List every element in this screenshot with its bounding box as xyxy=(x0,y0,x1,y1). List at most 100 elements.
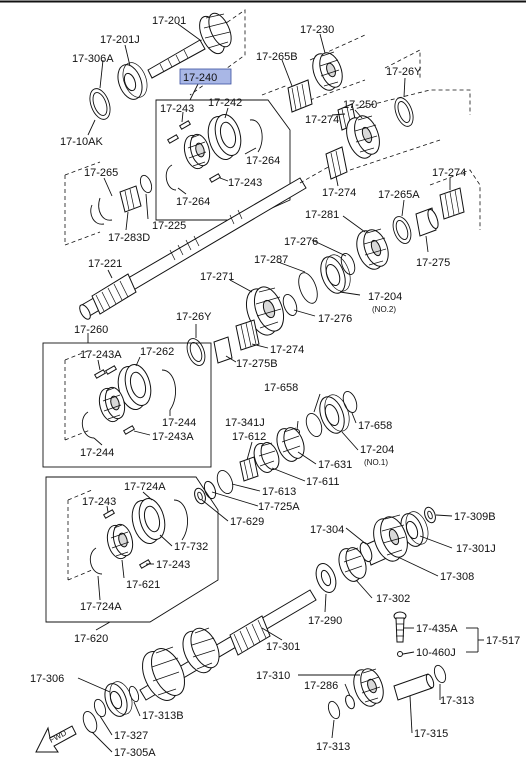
label-17-262: 17-262 xyxy=(140,346,174,358)
label-17-621: 17-621 xyxy=(126,579,160,591)
part-17-290-bearing[interactable] xyxy=(312,561,339,595)
part-17-724A-spring-left[interactable] xyxy=(89,547,103,575)
part-17-260-hub[interactable] xyxy=(96,385,128,424)
part-17-631-gear[interactable] xyxy=(273,425,308,465)
label-17-305A: 17-305A xyxy=(114,747,156,759)
part-17-244-spring-left[interactable] xyxy=(81,411,95,439)
part-17-435A-bolt[interactable] xyxy=(393,611,407,643)
label-17-274-lower: 17-274 xyxy=(270,344,304,356)
label-10-460J: 10-460J xyxy=(416,647,456,659)
part-17-286-bushing[interactable] xyxy=(344,694,356,710)
part-17-306A-snap-ring[interactable] xyxy=(86,86,114,122)
part-17-276-lower-ring[interactable] xyxy=(281,293,300,318)
label-17-301: 17-301 xyxy=(266,641,300,653)
label-17-243-620-lower: 17-243 xyxy=(156,559,190,571)
label-17-274-upper: 17-274 xyxy=(305,114,339,126)
part-17-315-shaft[interactable] xyxy=(393,673,435,701)
part-17-243-key-upper[interactable] xyxy=(166,120,192,144)
part-17-287-ring[interactable] xyxy=(295,270,321,306)
part-17-313-ring-lower[interactable] xyxy=(326,700,342,720)
part-17-26Y-ring[interactable] xyxy=(384,49,421,129)
part-17-281-gear[interactable] xyxy=(352,226,393,273)
part-17-310-reverse-idler-gear[interactable] xyxy=(349,666,387,710)
part-17-274-right-bearing[interactable] xyxy=(429,169,481,230)
part-17-309B-nut[interactable] xyxy=(423,506,438,524)
part-10-460J-washer[interactable] xyxy=(397,651,403,657)
part-17-26Y-lower-ring[interactable] xyxy=(184,336,209,368)
part-17-313-ring-right[interactable] xyxy=(432,664,448,684)
part-17-275-collar[interactable] xyxy=(415,207,440,237)
label-17-435A: 17-435A xyxy=(416,623,458,635)
label-17-264-lower: 17-264 xyxy=(176,196,210,208)
part-17-201-main-drive-gear[interactable] xyxy=(147,9,246,96)
part-17-265-needle-bearing[interactable] xyxy=(64,161,113,246)
part-17-243-key-620-upper[interactable] xyxy=(102,509,116,519)
part-17-313B-ring[interactable] xyxy=(128,685,141,703)
part-17-264-spring-upper[interactable] xyxy=(249,119,263,153)
part-17-658-ring-upper[interactable] xyxy=(341,390,360,415)
label-17-276-lower: 17-276 xyxy=(318,313,352,325)
part-17-201J-bearing[interactable] xyxy=(114,59,152,102)
part-17-276-upper-ring[interactable] xyxy=(339,252,358,277)
label-17-204-no2-note: (NO.2) xyxy=(372,305,396,314)
part-17-225-ring[interactable] xyxy=(138,174,154,194)
part-17-308-gear[interactable] xyxy=(364,513,412,566)
part-17-612-bearing[interactable] xyxy=(239,456,259,482)
part-17-221-main-shaft[interactable] xyxy=(78,165,331,321)
part-17-621-hub[interactable] xyxy=(104,522,136,561)
part-17-204-no2-bearing[interactable] xyxy=(316,251,355,296)
label-17-286: 17-286 xyxy=(304,680,338,692)
label-17-313-right: 17-313 xyxy=(440,695,474,707)
label-17-10AK: 17-10AK xyxy=(60,136,103,148)
box-17-620 xyxy=(45,476,219,623)
part-17-301-countershaft[interactable] xyxy=(135,589,317,706)
part-17-629-nut[interactable] xyxy=(193,487,208,505)
label-17-244-left: 17-244 xyxy=(80,447,114,459)
part-17-274-lower-bearing[interactable] xyxy=(235,319,260,351)
part-17-658-ring-lower[interactable] xyxy=(303,411,324,438)
part-17-302-gear[interactable] xyxy=(335,545,370,585)
part-17-327-ring[interactable] xyxy=(92,698,108,718)
label-17-658-lower: 17-658 xyxy=(358,420,392,432)
part-17-243-key-620-lower[interactable] xyxy=(138,559,152,569)
label-17-306: 17-306 xyxy=(30,673,64,685)
part-17-283D-bearing[interactable] xyxy=(119,185,142,213)
label-17-658-upper: 17-658 xyxy=(264,382,298,394)
part-17-274-mid-bearing[interactable] xyxy=(325,146,348,180)
part-17-250-gear[interactable] xyxy=(342,89,471,171)
label-17-313B: 17-313B xyxy=(142,710,184,722)
label-17-290: 17-290 xyxy=(308,615,342,627)
label-17-629: 17-629 xyxy=(230,516,264,528)
label-17-230: 17-230 xyxy=(300,24,334,36)
part-17-732-sleeve[interactable] xyxy=(128,496,169,547)
label-17-276-upper: 17-276 xyxy=(284,236,318,248)
part-17-306-bearing[interactable] xyxy=(101,679,136,720)
label-17-302: 17-302 xyxy=(376,593,410,605)
label-17-724A-lower: 17-724A xyxy=(80,601,122,613)
part-17-275B-collar[interactable] xyxy=(213,336,233,364)
part-17-243A-key-lower[interactable] xyxy=(122,425,136,435)
part-17-264-spring-lower[interactable] xyxy=(165,164,177,191)
part-17-262-sleeve[interactable] xyxy=(114,362,155,413)
part-17-240-hub[interactable] xyxy=(181,132,213,171)
part-17-244-spring-right[interactable] xyxy=(161,369,177,411)
part-17-265B-needle-bearing[interactable] xyxy=(261,79,313,113)
part-17-242-sleeve[interactable] xyxy=(204,112,245,163)
part-17-305A-ring[interactable] xyxy=(81,710,100,735)
part-17-265A-needle-bearing[interactable] xyxy=(390,214,415,246)
box-17-240 xyxy=(155,99,291,221)
label-17-201J: 17-201J xyxy=(100,34,140,46)
label-17-308: 17-308 xyxy=(440,571,474,583)
fwd-arrow: FWD xyxy=(35,725,77,753)
label-17-274-mid: 17-274 xyxy=(322,187,356,199)
part-17-243A-key-upper[interactable] xyxy=(93,365,118,379)
label-17-732: 17-732 xyxy=(174,541,208,553)
part-17-611-gear[interactable] xyxy=(250,440,282,475)
part-17-724A-spring-right[interactable] xyxy=(173,499,189,541)
label-17-613: 17-613 xyxy=(262,486,296,498)
part-17-230-gear[interactable] xyxy=(308,34,366,101)
part-17-613-ring[interactable] xyxy=(214,468,235,495)
part-17-204-no1-bearing[interactable] xyxy=(315,391,354,436)
part-17-243-key-lower[interactable] xyxy=(208,173,222,183)
label-17-204-no1: 17-204 xyxy=(360,444,394,456)
